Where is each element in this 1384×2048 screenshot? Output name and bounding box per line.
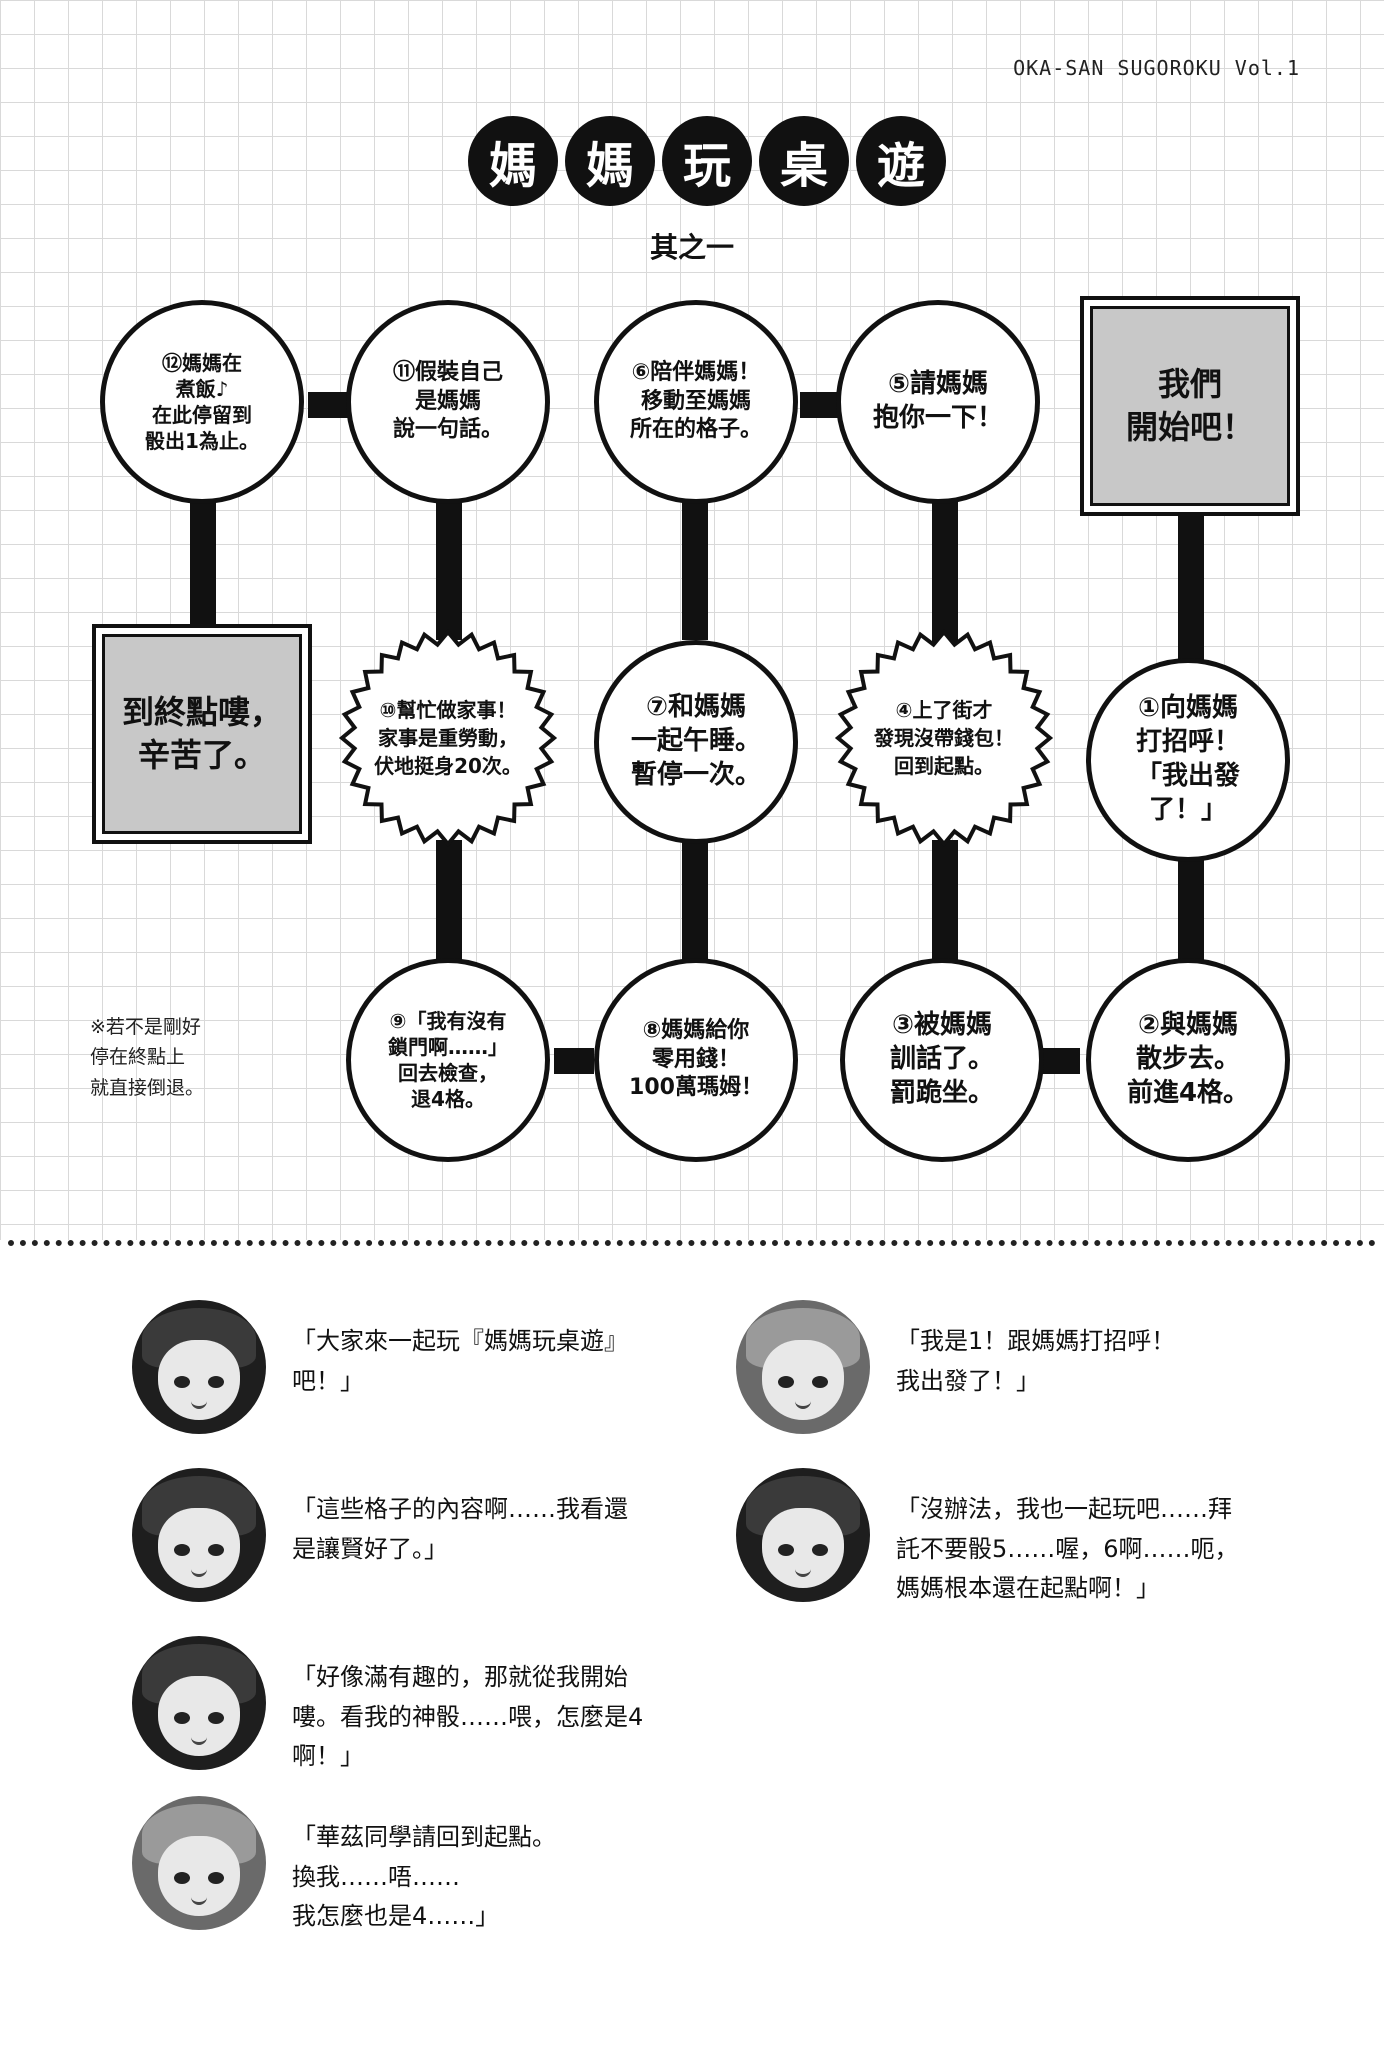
connector [436,840,462,970]
board-cell-10-text: ⑩幫忙做家事！ 家事是重勞動， 伏地挺身20次。 [374,698,522,778]
girl-red-hair-avatar [132,1300,266,1434]
board-cell-7: ⑦和媽媽 一起午睡。 暫停一次。 [594,640,798,844]
connector [682,500,708,640]
board-cell-12: ⑫媽媽在 煮飯♪ 在此停留到 骰出1為止。 [100,300,304,504]
burst-shape [834,628,1054,848]
chat-text: 「沒辦法，我也一起玩吧……拜 託不要骰5……喔，6啊……呃， 媽媽根本還在起點啊… [896,1495,1239,1603]
rule-note: ※若不是剛好 停在終點上 就直接倒退。 [90,1016,205,1099]
connector [554,1048,594,1074]
boy-dark-hair-avatar [736,1468,870,1602]
board-cell-6: ⑥陪伴媽媽！ 移動至媽媽 所在的格子。 [594,300,798,504]
chat-entry: 「這些格子的內容啊……我看還 是讓賢好了。」 [132,1468,692,1618]
connector [190,500,216,630]
start-label: 我們 開始吧！ [1090,306,1290,506]
chat-entry: 「大家來一起玩『媽媽玩桌遊』 吧！」 [132,1300,692,1450]
title-char: 玩 [662,116,752,206]
chat-text: 「華茲同學請回到起點。 換我……唔…… 我怎麼也是4……」 [292,1823,556,1931]
title-row: 媽 媽 玩 桌 遊 [468,116,948,216]
boy-dark-hair-avatar [132,1468,266,1602]
title-char: 媽 [565,116,655,206]
board-cell-10: ⑩幫忙做家事！ 家事是重勞動， 伏地挺身20次。 [338,628,558,848]
board-cell-3: ③被媽媽 訓話了。 罰跪坐。 [840,958,1044,1162]
board-cell-4: ④上了街才 發現沒帶錢包！ 回到起點。 [834,628,1054,848]
board-cell-2: ②與媽媽 散步去。 前進4格。 [1086,958,1290,1162]
start-square: 我們 開始吧！ [1080,296,1300,516]
connector [436,500,462,640]
girl-winking-avatar [132,1636,266,1770]
title-char: 桌 [759,116,849,206]
chat-entry: 「我是1！跟媽媽打招呼！ 我出發了！」 [736,1300,1316,1450]
goal-label: 到終點嘍， 辛苦了。 [102,634,302,834]
connector [682,840,708,970]
series-tag: OKA-SAN SUGOROKU Vol.1 [1013,56,1300,80]
board-cell-9: ⑨「我有沒有 鎖門啊……」 回去檢查， 退4格。 [346,958,550,1162]
chat-entry: 「沒辦法，我也一起玩吧……拜 託不要骰5……喔，6啊……呃， 媽媽根本還在起點啊… [736,1468,1316,1628]
goal-square: 到終點嘍， 辛苦了。 [92,624,312,844]
chat-text: 「好像滿有趣的，那就從我開始 嘍。看我的神骰……喂，怎麼是4 啊！」 [292,1663,644,1771]
chat-text: 「我是1！跟媽媽打招呼！ 我出發了！」 [896,1327,1176,1395]
board-cell-1: ①向媽媽 打招呼！ 「我出發 了！」 [1086,658,1290,862]
burst-shape [338,628,558,848]
connector [308,392,348,418]
board-cell-5: ⑤請媽媽 抱你一下！ [836,300,1040,504]
chat-entry: 「華茲同學請回到起點。 換我……唔…… 我怎麼也是4……」 [132,1796,692,1956]
subtitle: 其之一 [649,231,734,264]
chat-entry: 「好像滿有趣的，那就從我開始 嘍。看我的神骰……喂，怎麼是4 啊！」 [132,1636,692,1796]
title-char: 遊 [856,116,946,206]
connector [1178,500,1204,680]
connector [800,392,840,418]
chat-text: 「大家來一起玩『媽媽玩桌遊』 吧！」 [292,1327,628,1395]
burst-outline [338,628,558,848]
chat-text: 「這些格子的內容啊……我看還 是讓賢好了。」 [292,1495,628,1563]
girl-headband-avatar [132,1796,266,1930]
section-divider [8,1240,1376,1246]
title-char: 媽 [468,116,558,206]
connector [932,840,958,970]
burst-outline [834,628,1054,848]
board-cell-11: ⑪假裝自己 是媽媽 說一句話。 [346,300,550,504]
board-cell-4-text: ④上了街才 發現沒帶錢包！ 回到起點。 [874,698,1014,778]
girl-braided-hair-avatar [736,1300,870,1434]
board-cell-8: ⑧媽媽給你 零用錢！ 100萬瑪姆！ [594,958,798,1162]
